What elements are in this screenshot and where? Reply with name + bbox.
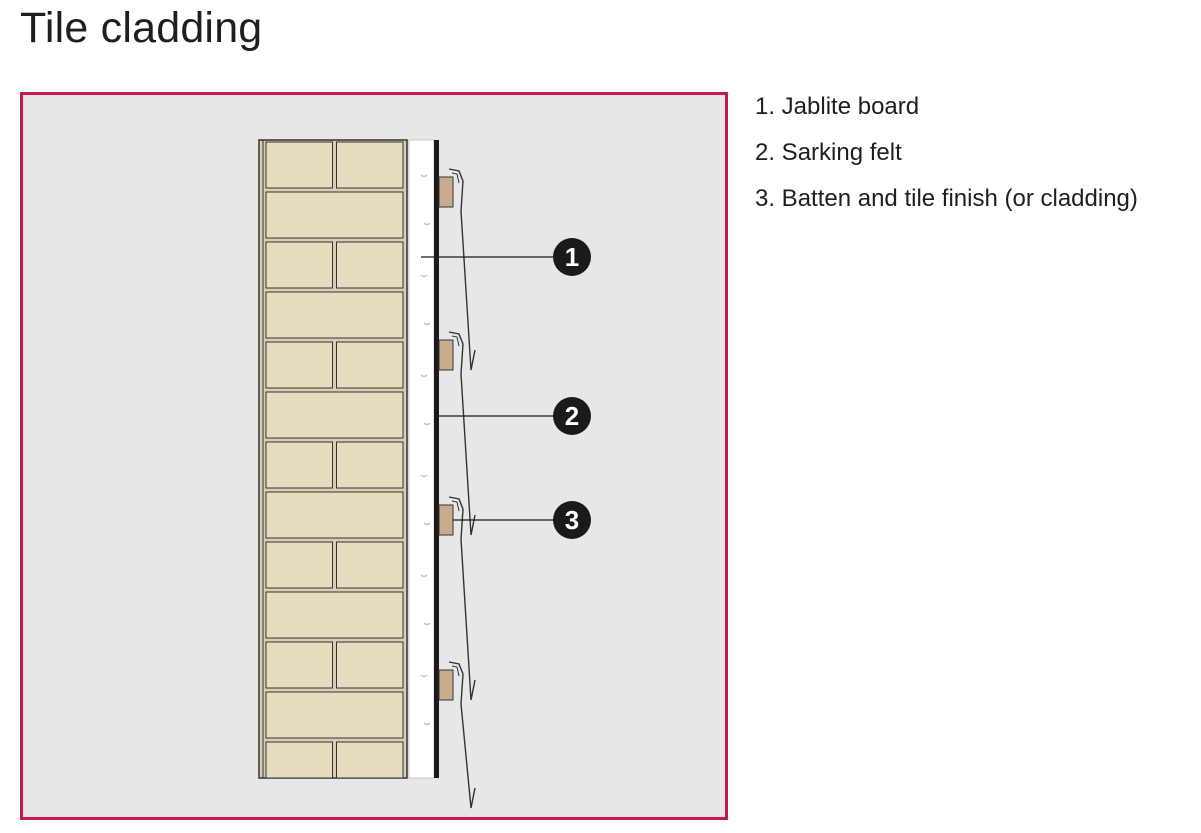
brick [265,591,404,639]
callout-marker-2 [553,397,591,435]
board-speckle [420,274,428,278]
board-speckle [420,474,428,478]
tile-nib [451,665,460,677]
brick [336,141,404,189]
brick [336,241,404,289]
brick [336,641,404,689]
board-speckle [423,622,431,626]
brick [265,691,404,739]
brick [336,441,404,489]
tile-nib [451,500,460,512]
brick [336,541,404,589]
batten [438,339,454,371]
brick [265,241,333,289]
brick [265,491,404,539]
diagram-frame: 1 2 3 [20,92,728,820]
page-title: Tile cladding [20,4,263,52]
brick [265,441,333,489]
brick [336,741,404,779]
callout-marker-1 [553,238,591,276]
brick [265,341,333,389]
legend-item-jablite-board: 1. Jablite board [755,93,920,120]
brick-wall [258,139,408,779]
legend-item-sarking-felt: 2. Sarking felt [755,139,902,166]
callout-marker-3 [553,501,591,539]
callout-number-1: 1 [565,242,579,272]
brick [265,291,404,339]
brick [265,641,333,689]
callouts: 1 2 3 [421,238,591,539]
sarking-felt-line [434,140,439,778]
board-speckle [420,374,428,378]
board-speckle [423,222,431,226]
board-speckle [420,674,428,678]
brick [265,191,404,239]
brick [265,391,404,439]
jablite-board [408,139,435,779]
tile [448,331,476,536]
tile [448,496,476,701]
batten [438,504,454,536]
board-speckle [420,174,428,178]
board-speckle [423,522,431,526]
board-speckle [420,574,428,578]
brick [265,741,333,779]
batten [438,176,454,208]
brick [265,141,333,189]
tile-nib [451,335,460,347]
legend-item-batten-and-tile: 3. Batten and tile finish (or cladding) [755,185,1138,212]
callout-number-2: 2 [565,401,579,431]
jablite-board-layer [408,139,435,779]
tile-cladding-diagram: 1 2 3 [258,139,591,809]
battens-and-tiles [438,168,476,809]
tile [448,661,476,809]
tile-nib [451,172,460,184]
brick [336,341,404,389]
callout-number-3: 3 [565,505,579,535]
tile [448,168,476,371]
sarking-felt [434,140,439,778]
legend: 1. Jablite board 2. Sarking felt 3. Batt… [755,84,1138,222]
brick [265,541,333,589]
batten [438,669,454,701]
board-speckle [423,722,431,726]
board-speckle [423,322,431,326]
board-speckle [423,422,431,426]
